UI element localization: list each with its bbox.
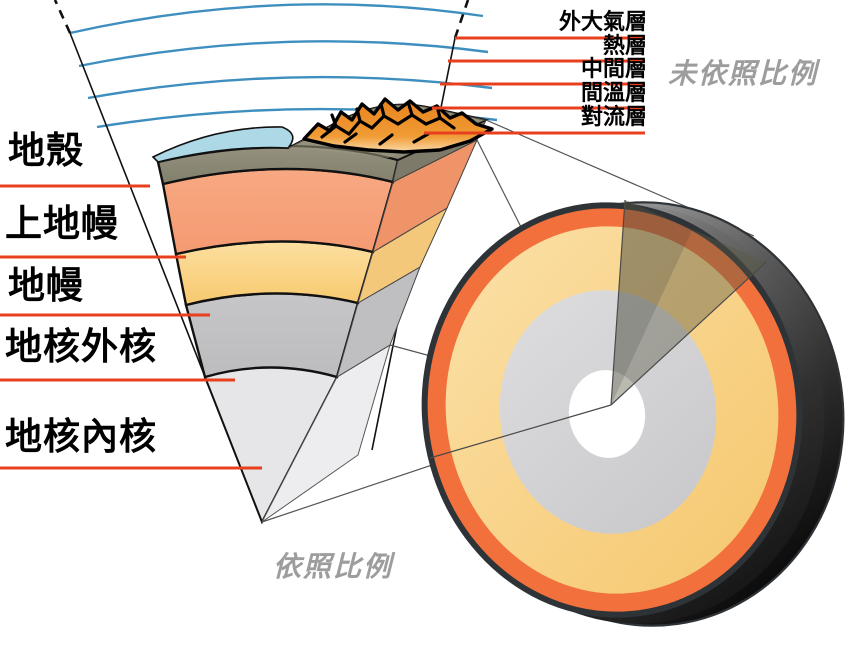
label-stratosphere: 間溫層 — [580, 81, 647, 106]
leader-lines — [0, 36, 645, 470]
wedge-right-edge-dashed — [453, 0, 470, 39]
label-exosphere: 外大氣層 — [558, 10, 647, 35]
label-upper-mantle: 上地幔 — [5, 202, 119, 245]
earth-globe-cross-section — [421, 199, 845, 627]
label-thermosphere: 熱層 — [602, 34, 647, 59]
globe-cut-lines — [429, 199, 767, 459]
note-not-to-scale: 未依照比例 — [668, 57, 819, 90]
globe-ring-inner-core — [568, 370, 646, 458]
label-mantle: 地幔 — [8, 264, 84, 307]
label-crust: 地殼 — [8, 129, 84, 172]
wedge-layer-outer-core — [184, 292, 360, 379]
label-outer-core: 地核外核 — [5, 325, 157, 368]
wedge-layer-upper-mantle — [161, 167, 395, 256]
atmosphere-arc-3 — [87, 75, 493, 100]
globe-cutout-wedge-shade — [611, 200, 694, 405]
mountain-range — [302, 97, 494, 154]
label-mesosphere: 中間層 — [580, 57, 647, 82]
label-troposphere: 對流層 — [580, 105, 647, 130]
mountain-ridges — [320, 102, 456, 146]
earth-wedge-cross-section — [151, 97, 494, 525]
wedge-left-edge-dashed — [53, 0, 72, 34]
ocean-surface — [151, 126, 294, 163]
label-inner-core: 地核內核 — [5, 415, 157, 458]
atmosphere-arc-2 — [78, 40, 489, 68]
note-to-scale: 依照比例 — [273, 550, 394, 583]
atmosphere-arc-1 — [69, 3, 484, 35]
globe-cutout-wedge — [611, 200, 766, 405]
